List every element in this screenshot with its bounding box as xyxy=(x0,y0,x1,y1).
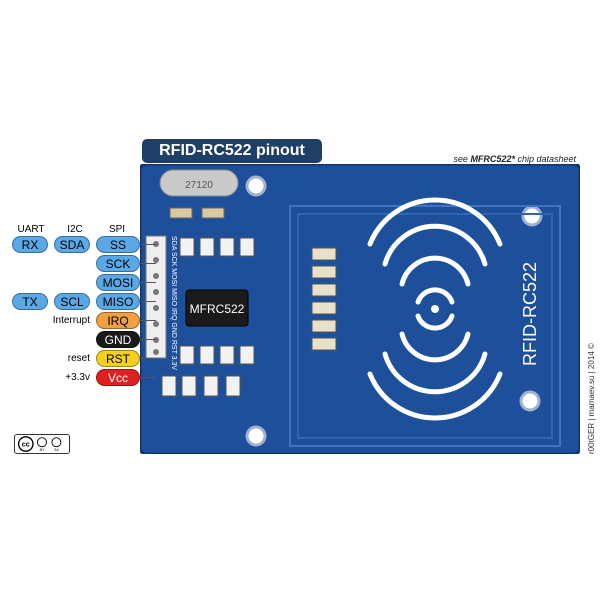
component-row-1 xyxy=(179,237,255,257)
pin-function-label: reset xyxy=(67,353,90,364)
sa-text: SA xyxy=(54,448,59,452)
i2c-pin-label: SCL xyxy=(54,293,90,310)
pin-wire xyxy=(140,282,156,283)
spi-pin-label: SCK xyxy=(96,255,140,272)
pin-function-label: +3.3v xyxy=(65,372,90,383)
i2c-pin-label: SDA xyxy=(54,236,90,253)
rfid-board: 27120 MFRC522 SDA SCK MOSI MISO IRQ GND … xyxy=(140,164,580,454)
pin-wire xyxy=(140,301,156,302)
note-suffix: chip datasheet xyxy=(514,154,576,164)
mfrc522-chip xyxy=(185,289,249,327)
spi-pin-label: Vcc xyxy=(96,369,140,386)
capacitor-column xyxy=(311,247,337,351)
chip-label: MFRC522 xyxy=(190,302,245,316)
uart-header: UART xyxy=(17,224,45,235)
pin-wire xyxy=(140,358,156,359)
cc-license-icon: cc BY SA xyxy=(14,434,70,454)
cc-text: cc xyxy=(22,440,30,449)
pin-wire xyxy=(140,263,156,264)
mounting-holes xyxy=(245,175,543,447)
rf-wave-icon xyxy=(367,197,503,421)
spi-pin-label: IRQ xyxy=(96,312,140,329)
crystal-label: 27120 xyxy=(185,180,213,191)
i2c-header: I2C xyxy=(67,224,83,235)
spi-header: SPI xyxy=(108,224,126,235)
pin-function-label: Interrupt xyxy=(52,315,90,326)
spi-pin-label: MISO xyxy=(96,293,140,310)
pin-wire xyxy=(140,320,156,321)
spi-pin-label: RST xyxy=(96,350,140,367)
datasheet-note: see MFRC522* chip datasheet xyxy=(453,154,576,164)
board-label: RFID-RC522 xyxy=(520,262,540,366)
page-title: RFID-RC522 pinout xyxy=(142,139,322,163)
spi-pin-label: SS xyxy=(96,236,140,253)
pin-wire xyxy=(140,377,156,378)
component-row-2 xyxy=(179,345,255,365)
note-prefix: see xyxy=(453,154,471,164)
spi-pin-label: GND xyxy=(96,331,140,348)
uart-pin-label: RX xyxy=(12,236,48,253)
pin-wire xyxy=(140,339,156,340)
by-text: BY xyxy=(40,448,45,452)
pin-legend: SDA SCK MOSI MISO IRQ GND RST 3.3V xyxy=(170,236,177,370)
pin-header xyxy=(145,235,167,359)
spi-pin-label: MOSI xyxy=(96,274,140,291)
uart-pin-label: TX xyxy=(12,293,48,310)
note-chip: MFRC522* xyxy=(470,154,515,164)
pin-wire xyxy=(140,244,156,245)
antenna-trace xyxy=(289,205,561,447)
crystal xyxy=(159,169,239,197)
component-row-bottom xyxy=(161,375,241,397)
credit-text: r00tGER | mamaev.su | 2014 © xyxy=(587,343,596,454)
